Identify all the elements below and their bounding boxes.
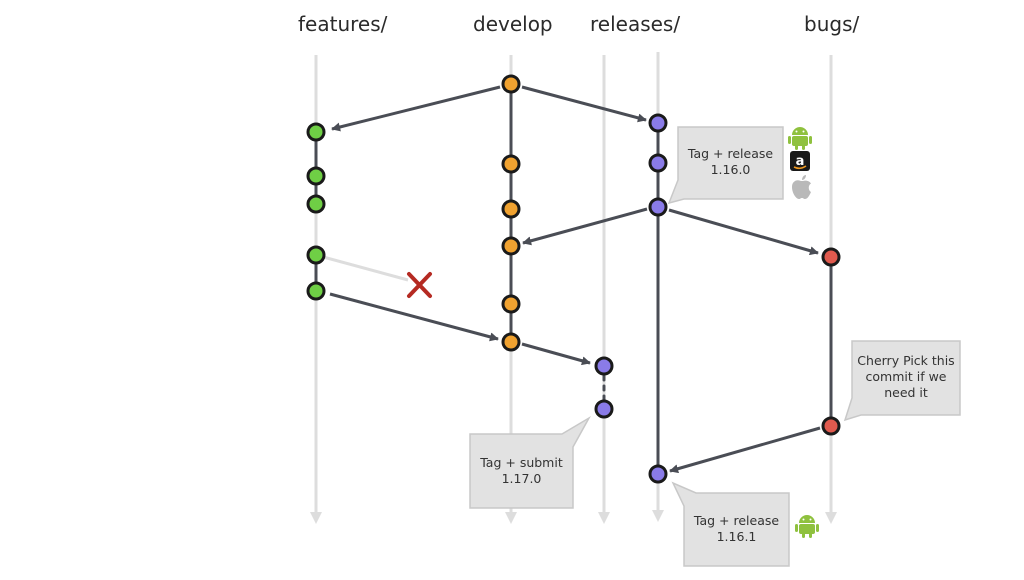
callout-text-release-1160: Tag + release 1.16.0	[678, 146, 783, 178]
bug-commit	[821, 247, 841, 267]
release-commit	[594, 399, 614, 419]
develop-to-release-arrow-2	[521, 342, 591, 366]
svg-text:a: a	[796, 154, 805, 169]
android-icon	[795, 515, 819, 538]
feature-commit	[306, 194, 326, 214]
callout-text-cherry-pick: Cherry Pick this commit if we need it	[852, 353, 960, 401]
develop-commit	[501, 74, 521, 94]
develop-to-release-arrow	[521, 85, 647, 123]
x-icon	[407, 272, 432, 298]
lane-title-develop: develop	[473, 12, 553, 36]
develop-to-feature-arrow	[331, 85, 501, 132]
bug-commit	[821, 416, 841, 436]
lane-title-bugs: bugs/	[804, 12, 860, 36]
release-to-develop-arrow	[522, 207, 648, 246]
release-commit	[648, 153, 668, 173]
feature-to-develop-arrow	[329, 292, 499, 342]
feature-commit	[306, 122, 326, 142]
callout-release-1161	[671, 481, 790, 567]
callout-line: Tag + release	[693, 513, 780, 528]
develop-commit	[501, 154, 521, 174]
apple-icon	[792, 175, 811, 199]
flow-arrows	[329, 85, 821, 474]
release-commit	[648, 197, 668, 217]
develop-commit	[501, 236, 521, 256]
commit-nodes	[306, 74, 841, 484]
lane-title-releases: releases/	[590, 12, 681, 36]
callout-line: commit if we	[865, 369, 947, 384]
callout-line: need it	[884, 385, 928, 400]
android-icon	[788, 127, 812, 150]
callout-cherry-pick	[843, 340, 961, 422]
lane-title-features: features/	[298, 12, 388, 36]
develop-commit	[501, 332, 521, 352]
callout-line: Cherry Pick this	[857, 353, 955, 368]
callout-line: 1.16.0	[710, 162, 751, 177]
release-commit	[648, 113, 668, 133]
callout-text-release-1161: Tag + release 1.16.1	[684, 513, 789, 545]
bug-to-release-arrow	[669, 426, 821, 474]
release-to-bug-arrow	[668, 208, 819, 256]
release-commit	[648, 464, 668, 484]
callout-line: Tag + release	[687, 146, 774, 161]
develop-commit	[501, 199, 521, 219]
feature-commit	[306, 281, 326, 301]
amazon-icon: a	[790, 151, 810, 171]
callout-line: 1.17.0	[501, 471, 542, 486]
callout-line: 1.16.1	[716, 529, 757, 544]
abandoned-merge-line	[315, 253, 409, 282]
callout-text-submit-1170: Tag + submit 1.17.0	[470, 455, 573, 487]
callout-release-1160	[667, 126, 784, 205]
callout-line: Tag + submit	[480, 455, 563, 470]
develop-commit	[501, 294, 521, 314]
release-commit	[594, 356, 614, 376]
callout-submit-1170	[469, 415, 591, 509]
feature-commit	[306, 166, 326, 186]
feature-commit	[306, 245, 326, 265]
